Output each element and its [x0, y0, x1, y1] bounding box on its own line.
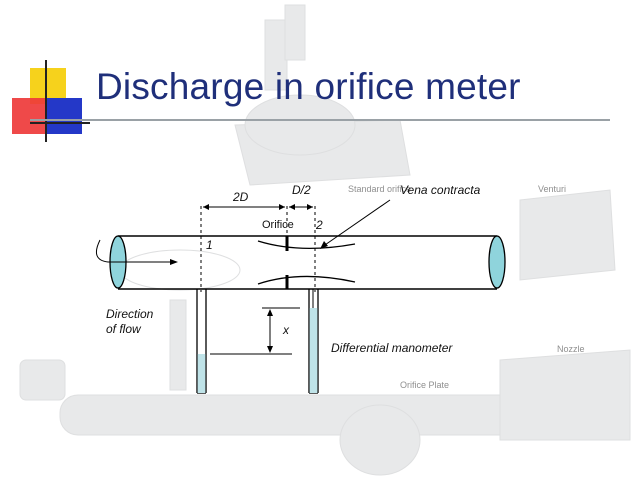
label-d2: D/2: [292, 183, 311, 197]
bg-lower-pipe: [59, 394, 621, 436]
label-of-flow: of flow: [106, 322, 142, 336]
flow-direction-line: [95, 239, 170, 263]
head-arrow-top: [267, 309, 273, 316]
vena-contracta-pointer: [321, 199, 391, 248]
flow-direction-arrowhead: [170, 259, 178, 265]
bg-venturi: [519, 189, 616, 281]
label-differential-manometer: Differential manometer: [331, 341, 453, 355]
label-2d: 2D: [232, 190, 249, 204]
label-direction: Direction: [106, 307, 154, 321]
slide-title: Discharge in orifice meter: [96, 66, 521, 107]
bg-gauge: [19, 359, 66, 401]
bg-orifice-plate: [339, 404, 421, 476]
label-vena-contracta: Vena contracta: [400, 183, 481, 197]
dimension-d2-arrow-left: [289, 204, 295, 210]
logo-blue-square: [46, 98, 82, 134]
slide-logo: [12, 60, 90, 142]
bg-label-venturi: Venturi: [538, 184, 566, 194]
bg-tab-left: [264, 19, 288, 91]
bg-flange-body: [234, 119, 411, 186]
dimension-d2-arrow-right: [307, 204, 313, 210]
dimension-2d-arrow-left: [203, 204, 209, 210]
head-arrow-bottom: [267, 346, 273, 353]
bg-tab-right: [284, 4, 306, 61]
label-x: x: [282, 323, 290, 337]
jet-lower-streamline: [257, 275, 356, 285]
logo-red-square: [12, 98, 48, 134]
label-orifice: Orifice: [262, 219, 294, 231]
bg-label-nozzle: Nozzle: [557, 344, 585, 354]
label-section-1: 1: [206, 238, 213, 252]
dimension-2d-arrow-right: [279, 204, 285, 210]
manometer-left-fluid: [197, 354, 206, 393]
bg-label-orifice-plate: Orifice Plate: [400, 380, 449, 390]
jet-upper-streamline: [257, 240, 356, 249]
bg-flange-disc: [244, 94, 356, 156]
manometer-right-fluid: [309, 308, 318, 393]
bg-label-standard-orifice: Standard orifice: [348, 184, 411, 194]
label-section-2: 2: [315, 218, 323, 232]
bg-nozzle: [499, 349, 631, 441]
title-underline: [30, 119, 610, 121]
pipe-outlet-end: [488, 235, 506, 289]
vena-contracta-arrowhead: [320, 241, 328, 249]
bg-valve-stem: [169, 299, 187, 391]
